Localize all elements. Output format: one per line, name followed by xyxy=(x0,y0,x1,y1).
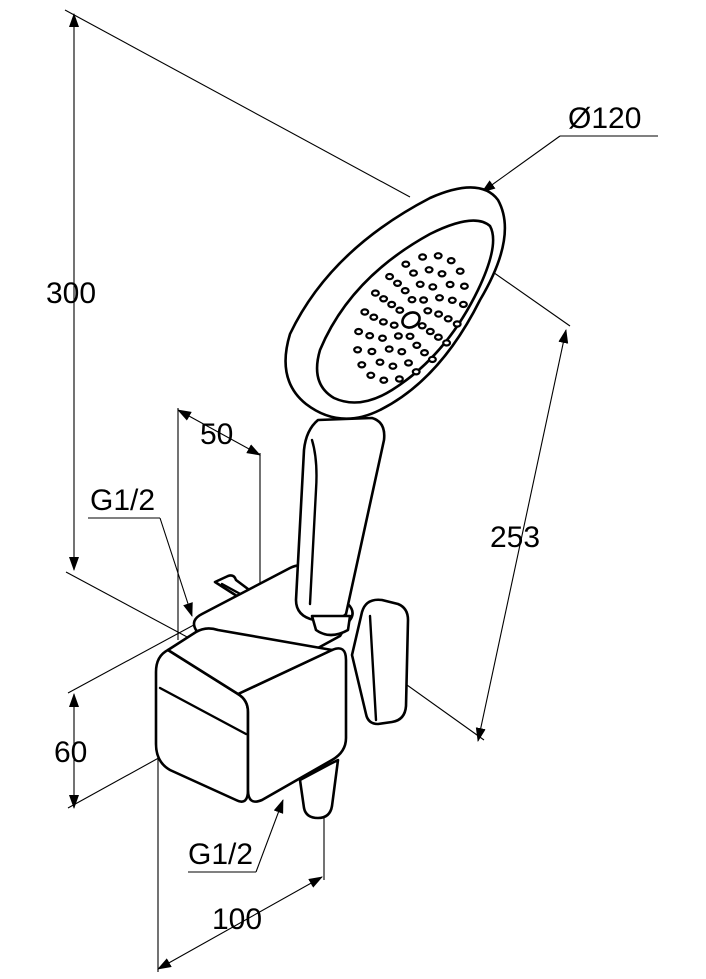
spray-nozzle xyxy=(354,327,364,336)
spray-nozzle xyxy=(365,332,375,340)
dim-label-50: 50 xyxy=(200,418,233,451)
spray-nozzle xyxy=(393,332,403,340)
spray-nozzle xyxy=(397,348,407,356)
spray-nozzle xyxy=(384,345,394,353)
dim-line xyxy=(475,329,569,742)
spray-nozzle xyxy=(443,315,453,323)
spray-nozzle xyxy=(385,272,395,281)
spray-nozzle xyxy=(409,269,419,277)
dim-label-g12-bottom: G1/2 xyxy=(188,838,253,871)
spray-nozzle xyxy=(388,362,398,370)
spray-nozzle xyxy=(400,287,410,295)
spray-nozzle xyxy=(427,355,437,364)
dim-label-300: 300 xyxy=(46,277,96,310)
spray-nozzle xyxy=(378,318,388,326)
leader-line xyxy=(481,135,561,193)
dimension-length-253: 253 xyxy=(364,269,571,742)
spray-nozzle xyxy=(357,361,367,369)
spray-nozzle xyxy=(401,260,411,268)
spray-nozzle xyxy=(433,252,443,260)
spray-nozzle xyxy=(428,283,438,291)
spray-nozzles xyxy=(353,252,469,384)
spray-nozzle xyxy=(419,296,429,304)
spray-nozzle xyxy=(369,313,379,321)
spray-nozzle xyxy=(367,347,377,356)
spray-nozzle xyxy=(360,308,370,316)
shower-handle xyxy=(294,416,386,637)
spray-nozzle xyxy=(446,257,456,265)
dim-line xyxy=(157,876,323,970)
dimension-thread-top: G1/2 xyxy=(88,484,193,617)
spray-nozzle xyxy=(417,322,427,330)
spray-nozzle xyxy=(375,358,385,366)
spray-nozzle xyxy=(435,294,445,302)
spray-nozzle xyxy=(433,333,443,341)
spray-nozzle xyxy=(434,310,444,318)
extension-line xyxy=(64,9,411,198)
spray-nozzle xyxy=(459,282,469,290)
extension-line xyxy=(489,269,571,327)
dim-label-diameter: Ø120 xyxy=(568,102,641,135)
spray-nozzle xyxy=(379,376,389,384)
spray-nozzle xyxy=(455,267,465,275)
dimension-depth-50: 50 xyxy=(177,408,261,690)
spray-nozzle xyxy=(447,296,457,304)
spray-nozzle xyxy=(458,300,468,309)
spray-nozzle xyxy=(370,289,380,297)
spray-nozzle xyxy=(437,270,447,278)
holder-clip xyxy=(350,598,410,726)
spray-nozzle xyxy=(445,280,455,289)
spray-nozzle xyxy=(395,306,405,314)
dimension-diameter-120: Ø120 xyxy=(481,102,658,193)
spray-nozzle xyxy=(387,300,397,309)
spray-nozzle xyxy=(394,375,404,383)
spray-nozzle xyxy=(423,307,433,315)
spray-nozzle xyxy=(415,280,425,288)
dim-line xyxy=(177,409,261,456)
spray-nozzle xyxy=(404,359,414,367)
spray-nozzle xyxy=(418,253,428,261)
spray-nozzle xyxy=(424,266,434,274)
spray-nozzle xyxy=(425,327,435,336)
spray-nozzle xyxy=(412,341,422,349)
spray-nozzle xyxy=(452,320,462,328)
dim-label-100: 100 xyxy=(212,903,262,936)
spray-nozzle xyxy=(353,346,363,354)
dim-label-253: 253 xyxy=(490,521,540,554)
spray-nozzle xyxy=(379,295,389,303)
spray-nozzle xyxy=(366,371,376,379)
spray-nozzle xyxy=(389,321,399,329)
spray-nozzle xyxy=(442,339,452,347)
dim-label-60: 60 xyxy=(54,736,87,769)
dimension-thread-bottom: G1/2 xyxy=(188,799,284,873)
spray-nozzle xyxy=(405,332,415,340)
dim-label-g12-top: G1/2 xyxy=(90,484,155,517)
leader-line xyxy=(159,517,193,617)
spray-nozzle xyxy=(378,334,388,342)
shower-head xyxy=(284,186,507,420)
dimension-height-300: 300 xyxy=(46,9,411,661)
spray-nozzle xyxy=(420,349,430,357)
spray-nozzle xyxy=(407,296,417,304)
spray-nozzle xyxy=(411,368,421,376)
leader-line xyxy=(255,799,284,873)
spray-nozzle xyxy=(393,279,403,287)
